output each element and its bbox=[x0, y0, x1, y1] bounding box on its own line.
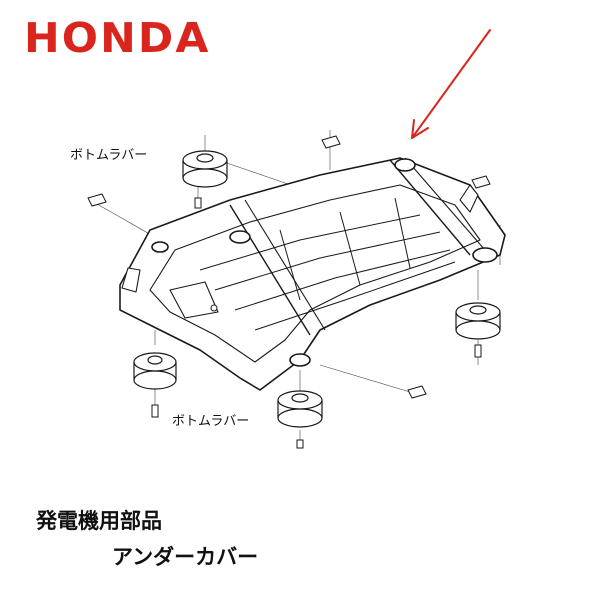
pointer-arrow bbox=[411, 29, 491, 139]
bottom-rubber-bottom-center bbox=[277, 390, 323, 428]
honda-logo: HONDA bbox=[24, 14, 211, 62]
bottom-rubber-top-left bbox=[182, 150, 228, 188]
bottom-rubber-label-bottom: ボトムラバー bbox=[172, 414, 250, 429]
bottom-rubber-right bbox=[455, 302, 501, 340]
screws bbox=[151, 197, 482, 449]
category-caption: 発電機用部品 bbox=[36, 509, 162, 533]
under-cover-part bbox=[119, 157, 506, 391]
bottom-rubber-label-top: ボトムラバー bbox=[70, 148, 148, 163]
bottom-rubber-bottom-left bbox=[133, 352, 177, 390]
nut-plates bbox=[87, 135, 491, 399]
part-name-caption: アンダーカバー bbox=[112, 545, 259, 569]
